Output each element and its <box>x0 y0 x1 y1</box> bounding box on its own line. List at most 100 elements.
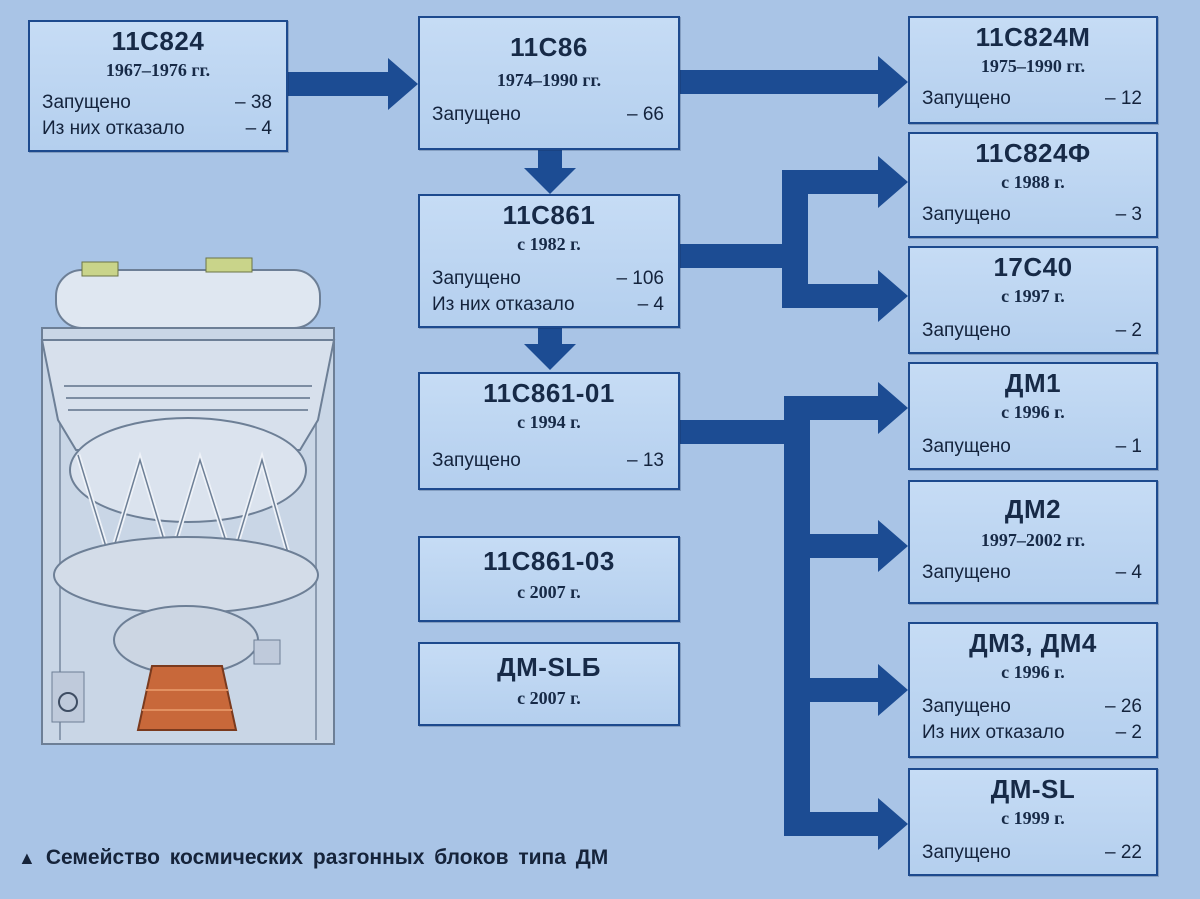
block-name: 11С824 <box>111 26 205 56</box>
block-name: 11С824Ф <box>975 138 1091 168</box>
arrow-11s861-01-trunk <box>784 396 810 836</box>
arrows <box>288 56 908 850</box>
stat-label: Запущено <box>922 320 1011 341</box>
stat-row: Запущено – 12 <box>922 88 1142 112</box>
figure-caption: ▲ Семейство космических разгонных блоков … <box>18 846 608 870</box>
stat-value: – 2 <box>1115 320 1142 341</box>
stat-label: Запущено <box>922 562 1011 583</box>
stat-value: – 3 <box>1115 204 1142 225</box>
block-name: ДМ2 <box>1004 494 1062 524</box>
block-11s824m: 11С824М 1975–1990 гг. Запущено – 12 <box>908 16 1158 124</box>
stat-row: Из них отказало – 4 <box>42 118 272 142</box>
arrow-to-11s824f <box>782 156 908 208</box>
block-period: с 2007 г. <box>517 582 581 602</box>
arrow-to-dm2 <box>784 520 908 572</box>
block-period: с 2007 г. <box>517 688 581 708</box>
arrow-11s824-to-11s86 <box>288 58 418 110</box>
block-17s40: 17С40 с 1997 г. Запущено – 2 <box>908 246 1158 354</box>
stat-label: Запущено <box>432 104 521 125</box>
block-11s861: 11С861 с 1982 г. Запущено – 106 Из них от… <box>418 194 680 328</box>
block-name: 11С861-03 <box>483 546 615 576</box>
stat-row: Запущено – 3 <box>922 204 1142 228</box>
block-name: 11С861-01 <box>483 378 615 408</box>
stat-label: Из них отказало <box>42 118 185 139</box>
arrow-to-17s40 <box>782 270 908 322</box>
block-name: ДМ-SL <box>990 774 1076 804</box>
stat-value: – 22 <box>1105 842 1142 863</box>
rocket-stage-illustration <box>40 257 336 745</box>
triangle-up-icon: ▲ <box>18 848 36 868</box>
arrow-11s86-to-11s861 <box>524 150 576 194</box>
block-dm3-dm4: ДМ3, ДМ4 с 1996 г. Запущено – 26 Из них о… <box>908 622 1158 758</box>
block-period: с 1996 г. <box>1001 662 1065 682</box>
stat-label: Запущено <box>922 436 1011 457</box>
stat-value: – 4 <box>245 118 272 139</box>
block-name: ДМ-SLБ <box>497 652 601 682</box>
stat-row: Запущено – 38 <box>42 92 272 116</box>
stat-label: Из них отказало <box>922 722 1065 743</box>
block-period: 1975–1990 гг. <box>980 56 1086 76</box>
block-name: 17С40 <box>993 252 1073 282</box>
stat-label: Запущено <box>42 92 131 113</box>
caption-text: Семейство космических разгонных блоков т… <box>45 846 609 869</box>
stat-value: – 1 <box>1115 436 1142 457</box>
block-period: 1974–1990 гг. <box>496 70 602 90</box>
block-period: 1967–1976 гг. <box>105 60 211 80</box>
block-11s861-03: 11С861-03 с 2007 г. <box>418 536 680 622</box>
block-name: 11С86 <box>510 32 588 62</box>
block-name: 11С824М <box>975 22 1091 52</box>
stat-row: Из них отказало – 2 <box>922 722 1142 746</box>
stat-value: – 66 <box>627 104 664 125</box>
stat-value: – 106 <box>616 268 664 289</box>
block-period: с 1999 г. <box>1001 808 1065 828</box>
block-dm1: ДМ1 с 1996 г. Запущено – 1 <box>908 362 1158 470</box>
block-dm-slb: ДМ-SLБ с 2007 г. <box>418 642 680 726</box>
stat-row: Запущено – 2 <box>922 320 1142 344</box>
stat-label: Запущено <box>432 268 521 289</box>
stat-label: Запущено <box>922 88 1011 109</box>
block-11s861-01: 11С861-01 с 1994 г. Запущено – 13 <box>418 372 680 490</box>
stat-label: Запущено <box>922 842 1011 863</box>
stat-row: Из них отказало – 4 <box>432 294 664 318</box>
block-dm-sl: ДМ-SL с 1999 г. Запущено – 22 <box>908 768 1158 876</box>
stat-value: – 26 <box>1105 696 1142 717</box>
stat-label: Запущено <box>432 450 521 471</box>
stat-row: Запущено – 22 <box>922 842 1142 866</box>
block-name: ДМ3, ДМ4 <box>969 628 1097 658</box>
block-period: с 1982 г. <box>517 234 581 254</box>
block-11s824: 11С824 1967–1976 гг. Запущено – 38 Из них… <box>28 20 288 152</box>
stat-label: Запущено <box>922 696 1011 717</box>
block-period: с 1997 г. <box>1001 286 1065 306</box>
block-dm2: ДМ2 1997–2002 гг. Запущено – 4 <box>908 480 1158 604</box>
stat-row: Запущено – 4 <box>922 562 1142 586</box>
arrow-11s861-stem <box>680 244 786 268</box>
stat-value: – 4 <box>637 294 664 315</box>
arrow-11s861-01-stem <box>680 420 790 444</box>
arrow-11s861-to-11s861-01 <box>524 328 576 370</box>
stat-row: Запущено – 26 <box>922 696 1142 720</box>
stat-row: Запущено – 106 <box>432 268 664 292</box>
arrow-to-dm3-dm4 <box>784 664 908 716</box>
arrow-to-dm-sl <box>784 798 908 850</box>
block-period: с 1994 г. <box>517 412 581 432</box>
arrow-11s86-to-11s824m <box>680 56 908 108</box>
stat-label: Запущено <box>922 204 1011 225</box>
block-11s824f: 11С824Ф с 1988 г. Запущено – 3 <box>908 132 1158 238</box>
stat-row: Запущено – 66 <box>432 104 664 128</box>
block-period: с 1988 г. <box>1001 172 1065 192</box>
stat-value: – 38 <box>235 92 272 113</box>
block-11s86: 11С86 1974–1990 гг. Запущено – 66 <box>418 16 680 150</box>
arrow-to-dm1 <box>784 382 908 434</box>
block-period: с 1996 г. <box>1001 402 1065 422</box>
stat-value: – 2 <box>1115 722 1142 743</box>
block-name: ДМ1 <box>1004 368 1062 398</box>
stat-value: – 4 <box>1115 562 1142 583</box>
stat-row: Запущено – 13 <box>432 450 664 474</box>
block-period: 1997–2002 гг. <box>980 530 1086 550</box>
stat-row: Запущено – 1 <box>922 436 1142 460</box>
block-name: 11С861 <box>502 200 596 230</box>
stat-label: Из них отказало <box>432 294 575 315</box>
stat-value: – 13 <box>627 450 664 471</box>
stat-value: – 12 <box>1105 88 1142 109</box>
